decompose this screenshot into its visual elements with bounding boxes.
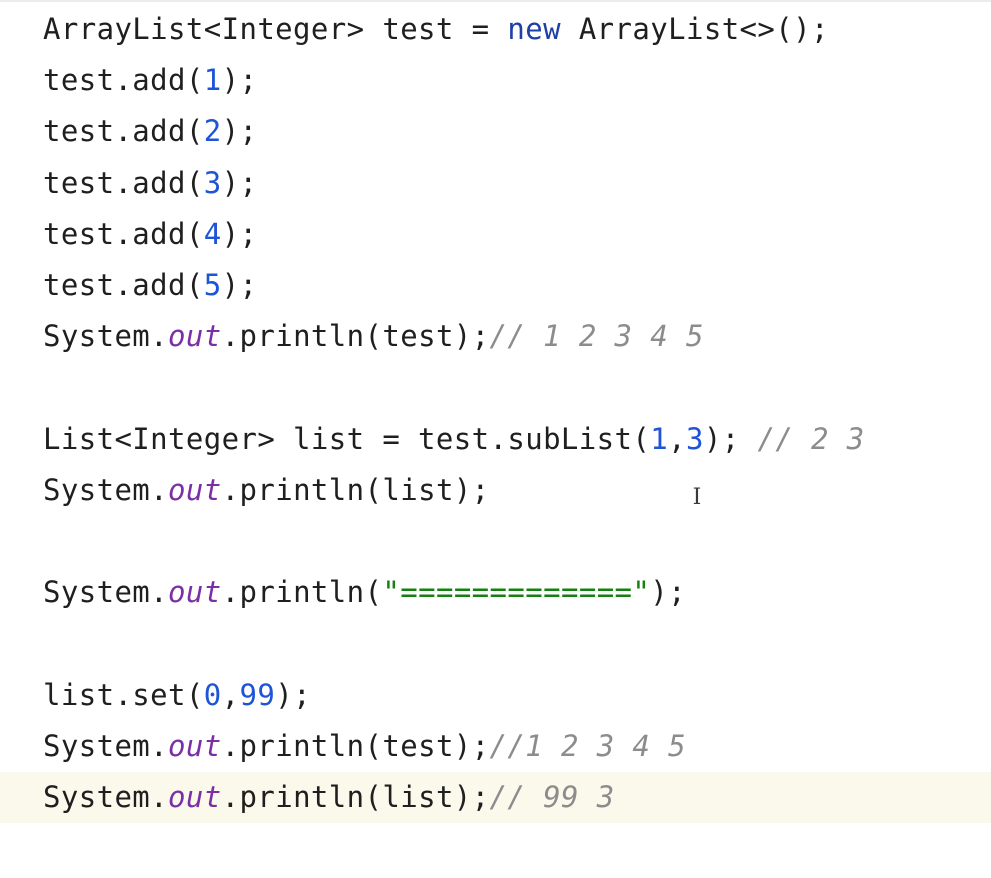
code-token-plain: List<Integer> list = test.subList( — [43, 421, 651, 456]
code-token-plain: ); — [275, 677, 311, 712]
code-token-plain: .println(list); — [221, 780, 490, 814]
code-line[interactable] — [0, 362, 991, 413]
code-token-plain: ); — [221, 63, 258, 98]
code-token-plain: test.add( — [43, 216, 204, 251]
code-token-plain: ); — [221, 165, 258, 200]
code-token-number: 1 — [203, 63, 222, 98]
code-token-plain: ); — [650, 575, 687, 610]
code-token-number: 2 — [203, 114, 222, 149]
current-code-line[interactable]: System.out.println(list);// 99 3 — [0, 772, 991, 823]
code-line[interactable]: System.out.println("============="); — [0, 567, 991, 618]
code-token-number: 1 — [650, 421, 669, 456]
code-token-comment: // 1 2 3 4 5 — [489, 319, 704, 354]
code-token-number: 5 — [203, 268, 222, 302]
code-token-number: 0 — [203, 677, 222, 712]
code-token-number: 4 — [203, 216, 222, 251]
code-token-plain: list.set( — [43, 677, 204, 712]
code-token-plain: , — [221, 677, 240, 712]
code-line[interactable] — [0, 618, 991, 669]
code-token-plain: .println(list); — [221, 472, 490, 507]
code-token-plain: System. — [43, 575, 169, 610]
code-token-plain: .println(test); — [221, 728, 490, 763]
code-token-string: "=============" — [382, 575, 651, 610]
code-token-plain: , — [668, 421, 686, 456]
code-token-plain: System. — [43, 728, 169, 763]
code-line[interactable]: test.add(1); — [0, 55, 991, 106]
code-token-number: 3 — [685, 421, 704, 456]
code-line[interactable]: List<Integer> list = test.subList(1,3); … — [0, 414, 991, 465]
code-token-comment: // 2 3 — [757, 421, 865, 456]
code-token-plain: ArrayList<Integer> test = — [43, 12, 508, 46]
code-token-plain: test.add( — [43, 63, 204, 98]
code-token-field: out — [168, 728, 222, 763]
code-line[interactable]: test.add(2); — [0, 106, 991, 157]
code-token-plain: test.add( — [43, 114, 204, 149]
code-line[interactable]: System.out.println(test);// 1 2 3 4 5 — [0, 311, 991, 362]
code-token-comment: // 99 3 — [489, 780, 615, 814]
code-line[interactable] — [0, 516, 991, 567]
code-token-plain: .println( — [221, 575, 383, 610]
code-token-plain: ); — [221, 216, 258, 251]
code-token-field: out — [168, 319, 222, 354]
code-line[interactable]: test.add(4); — [0, 209, 991, 260]
code-token-keyword: new — [507, 12, 561, 46]
code-line[interactable]: test.add(5); — [0, 260, 991, 311]
code-line[interactable]: System.out.println(test);//1 2 3 4 5 — [0, 721, 991, 772]
code-token-plain: ); — [703, 421, 758, 456]
code-line[interactable]: test.add(3); — [0, 158, 991, 209]
code-token-plain: ArrayList<>(); — [560, 12, 829, 46]
text-cursor-icon: I — [692, 485, 702, 510]
code-token-plain: ); — [221, 268, 258, 302]
code-token-field: out — [168, 575, 222, 610]
code-token-field: out — [168, 472, 222, 507]
code-token-plain: .println(test); — [221, 319, 490, 354]
code-line[interactable]: System.out.println(list); — [0, 465, 991, 516]
code-token-number: 99 — [239, 677, 276, 712]
code-token-plain: System. — [43, 472, 169, 507]
code-token-plain: test.add( — [43, 268, 204, 302]
code-token-plain: System. — [43, 780, 169, 814]
code-token-plain: ); — [221, 114, 258, 149]
code-line[interactable]: list.set(0,99); — [0, 670, 991, 721]
code-token-comment: //1 2 3 4 5 — [489, 728, 686, 763]
code-token-plain: System. — [43, 319, 169, 354]
code-token-number: 3 — [203, 165, 222, 200]
code-token-plain: test.add( — [43, 165, 204, 200]
code-token-field: out — [168, 780, 222, 814]
code-line[interactable]: ArrayList<Integer> test = new ArrayList<… — [0, 4, 991, 55]
editor-top-border — [0, 0, 991, 2]
